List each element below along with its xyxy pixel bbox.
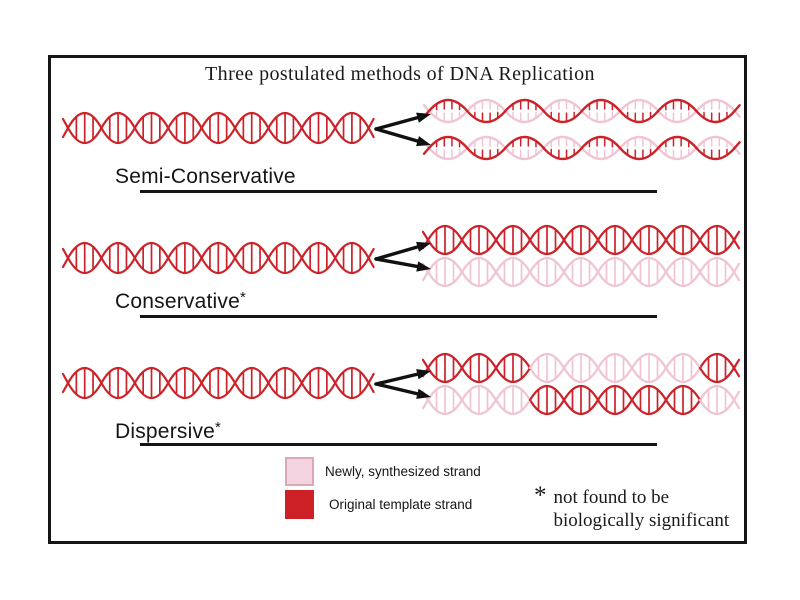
footnote-line2: biologically significant — [553, 510, 730, 531]
diagram-title: Three postulated methods of DNA Replicat… — [205, 63, 595, 85]
row-label-dispersive: Dispersive* — [115, 419, 221, 444]
row-underline-3 — [140, 443, 657, 446]
row-underline-2 — [140, 315, 657, 318]
footnote-line1: not found to be — [553, 487, 670, 508]
row-label-text: Semi-Conservative — [115, 165, 296, 188]
row-label-text: Dispersive — [115, 420, 216, 443]
row-label-semi-conservative: Semi-Conservative — [115, 164, 296, 189]
row-label-text: Conservative — [115, 290, 240, 313]
row-underline-1 — [140, 190, 657, 193]
footnote-text: not found to be biologically significant — [554, 486, 730, 532]
footnote: * not found to be biologically significa… — [534, 482, 730, 532]
footnote-asterisk: * — [534, 482, 547, 509]
row-label-asterisk: * — [215, 419, 222, 436]
diagram-border — [48, 55, 747, 544]
legend-swatch-original — [285, 490, 314, 519]
legend-label-original: Original template strand — [329, 497, 473, 512]
legend-label-new: Newly, synthesized strand — [325, 464, 481, 479]
row-label-asterisk: * — [239, 289, 247, 306]
row-label-conservative: Conservative* — [115, 289, 246, 314]
legend-swatch-new — [285, 457, 314, 486]
